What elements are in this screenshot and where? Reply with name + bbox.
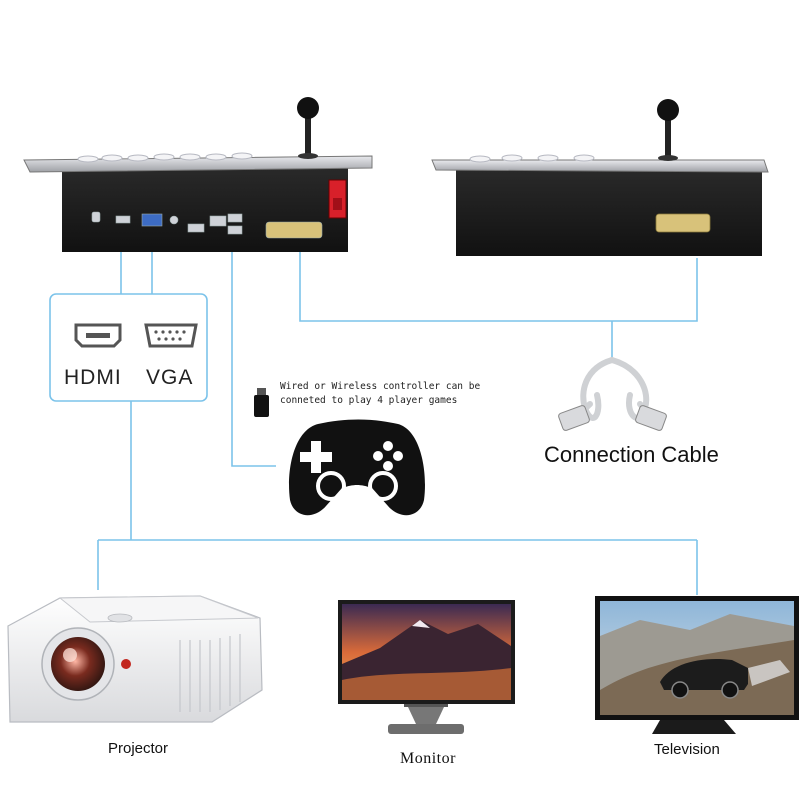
connector-lines	[97, 252, 698, 595]
controller-note: Wired or Wireless controller can be conn…	[280, 380, 480, 408]
controller-note-line-1: Wired or Wireless controller can be	[280, 381, 481, 392]
usb-dongle-icon	[254, 388, 269, 417]
hdmi-port-icon	[74, 323, 122, 348]
joystick	[657, 99, 679, 161]
controller-note-line-2: conneted to play 4 player games	[280, 395, 458, 406]
gamepad-icon	[289, 419, 425, 516]
secondary-console	[431, 99, 769, 256]
db-port	[655, 213, 711, 233]
television-illustration	[595, 596, 799, 734]
usb-line	[231, 252, 276, 467]
io-ports	[91, 211, 323, 239]
console-body	[62, 166, 348, 252]
vga-port-icon	[144, 323, 198, 348]
projector-illustration	[7, 595, 263, 723]
joystick	[297, 97, 319, 159]
power-switch	[328, 179, 347, 219]
connection-cable-illustration	[558, 357, 667, 431]
console-top-panel	[431, 159, 769, 173]
main-console	[23, 97, 373, 252]
port-box	[49, 293, 208, 402]
console-body	[456, 168, 762, 256]
projector-label: Projector	[108, 740, 169, 757]
television-label: Television	[654, 741, 720, 758]
monitor-illustration	[338, 600, 515, 734]
vga-label: VGA	[146, 366, 194, 389]
link-line	[299, 252, 698, 322]
hdmi-label: HDMI	[64, 366, 122, 389]
connection-cable-label: Connection Cable	[544, 442, 719, 467]
console-buttons	[77, 152, 253, 163]
monitor-label: Monitor	[400, 750, 456, 767]
